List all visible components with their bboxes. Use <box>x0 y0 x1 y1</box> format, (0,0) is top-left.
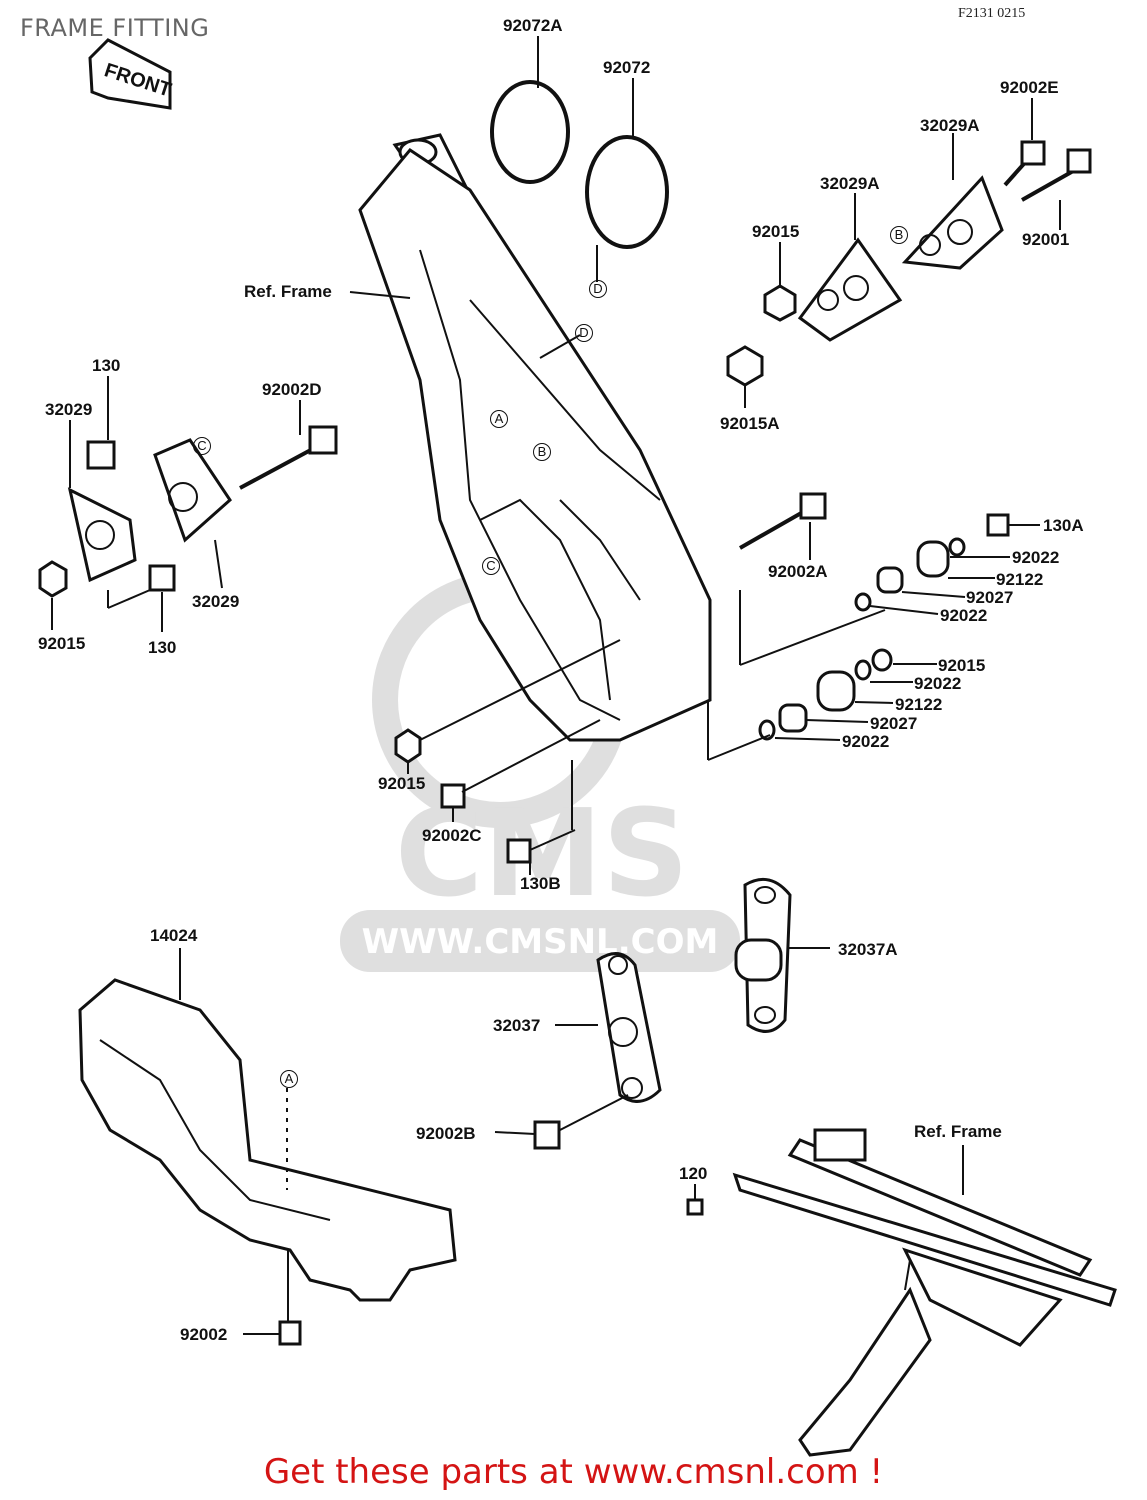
bushing-92122-b-icon <box>816 670 856 712</box>
label-92002[interactable]: 92002 <box>180 1325 228 1344</box>
label-92015-left[interactable]: 92015 <box>38 634 86 653</box>
label-92022-d[interactable]: 92022 <box>842 732 890 751</box>
diagram-title: FRAME FITTING <box>20 14 210 42</box>
watermark-logo: CMS <box>395 785 689 924</box>
label-D-top: D <box>589 280 607 298</box>
nut-92015-left-icon <box>38 560 68 598</box>
footer-link[interactable]: www.cmsnl.com <box>583 1452 859 1492</box>
nut-92015-bottom-icon <box>394 728 422 764</box>
bolt-92002C-icon <box>440 783 466 809</box>
label-92001[interactable]: 92001 <box>1022 230 1070 249</box>
label-92072[interactable]: 92072 <box>603 58 651 77</box>
bolt-120-icon <box>686 1198 704 1216</box>
nut-92015-icon <box>763 284 797 322</box>
leader-lines <box>51 36 1061 1335</box>
label-130B[interactable]: 130B <box>520 874 561 893</box>
footer-promo: Get these parts at www.cmsnl.com ! <box>0 1452 1147 1492</box>
label-92122-b[interactable]: 92122 <box>895 695 943 714</box>
label-B-plate: B <box>890 226 908 244</box>
label-32037[interactable]: 32037 <box>493 1016 541 1035</box>
rear-frame-icon <box>732 1128 1117 1457</box>
label-92015-bottom[interactable]: 92015 <box>378 774 426 793</box>
label-A-frame: A <box>490 410 508 428</box>
label-A-guard: A <box>280 1070 298 1088</box>
label-ref-frame-2: Ref. Frame <box>914 1122 1002 1141</box>
label-C-plate: C <box>193 437 211 455</box>
skid-plate-14024-icon <box>78 978 457 1302</box>
label-130-top[interactable]: 130 <box>92 356 121 375</box>
label-ref-frame: Ref. Frame <box>244 282 332 301</box>
diagram-code: F2131 0215 <box>958 6 1026 21</box>
bolt-92001-icon <box>1021 168 1076 202</box>
footer-suffix: ! <box>858 1452 884 1492</box>
plate-32029A-icon <box>797 175 1004 342</box>
label-130-bottom[interactable]: 130 <box>148 638 177 657</box>
label-92002C[interactable]: 92002C <box>422 826 482 845</box>
collar-92027-a-icon <box>876 566 904 594</box>
bolt-92002B-icon <box>533 1120 561 1150</box>
bolt-130-lower-icon <box>148 564 176 592</box>
bolt-130A-icon <box>986 513 1010 537</box>
label-92022-c[interactable]: 92022 <box>914 674 962 693</box>
label-92002A[interactable]: 92002A <box>768 562 828 581</box>
label-92072A[interactable]: 92072A <box>503 16 563 35</box>
label-92122-a[interactable]: 92122 <box>996 570 1044 589</box>
label-B-frame: B <box>533 443 551 461</box>
label-32029A-top[interactable]: 32029A <box>920 116 980 135</box>
label-32029A-mid[interactable]: 32029A <box>820 174 880 193</box>
label-92015A[interactable]: 92015A <box>720 414 780 433</box>
nut-92015A-icon <box>726 345 764 387</box>
bracket-32037A-icon <box>734 877 792 1033</box>
label-130A[interactable]: 130A <box>1043 516 1084 535</box>
clamp-92072-icon <box>585 135 669 249</box>
label-92015-top[interactable]: 92015 <box>752 222 800 241</box>
label-92027-a[interactable]: 92027 <box>966 588 1014 607</box>
label-92015-right[interactable]: 92015 <box>938 656 986 675</box>
bolt-92002A-icon <box>739 506 811 550</box>
label-32037A[interactable]: 32037A <box>838 940 898 959</box>
bolt-130B-icon <box>506 838 532 864</box>
label-D-frame: D <box>575 324 593 342</box>
label-32029-left[interactable]: 32029 <box>45 400 93 419</box>
bolt-92002-icon <box>278 1320 302 1346</box>
bracket-32037-icon <box>596 952 662 1103</box>
label-92027-b[interactable]: 92027 <box>870 714 918 733</box>
label-32029-bottom[interactable]: 32029 <box>192 592 240 611</box>
label-92022-b[interactable]: 92022 <box>940 606 988 625</box>
collar-92027-b-icon <box>778 703 808 733</box>
watermark-url: WWW.CMSNL.COM <box>362 922 719 962</box>
bolt-130-icon <box>86 440 116 470</box>
label-92002B[interactable]: 92002B <box>416 1124 476 1143</box>
label-92002D[interactable]: 92002D <box>262 380 322 399</box>
label-120[interactable]: 120 <box>679 1164 708 1183</box>
label-C-frame: C <box>482 557 500 575</box>
label-14024[interactable]: 14024 <box>150 926 198 945</box>
footer-prefix: Get these parts at <box>263 1452 584 1492</box>
clamp-92072A-icon <box>490 80 570 184</box>
label-92022-a[interactable]: 92022 <box>1012 548 1060 567</box>
bolt-92002D-icon <box>239 443 321 490</box>
plate-32029-icon <box>67 438 232 583</box>
front-arrow-icon: FRONT <box>88 38 174 110</box>
label-92002E[interactable]: 92002E <box>1000 78 1059 97</box>
bushing-92122-a-icon <box>916 540 950 578</box>
